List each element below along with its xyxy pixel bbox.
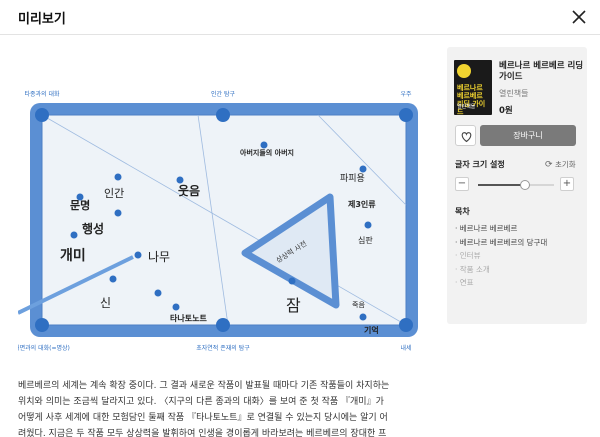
toc-item-disabled: · 작품 소개 [455, 264, 490, 274]
reset-label: 초기화 [554, 160, 576, 169]
page-title: 미리보기 [18, 12, 66, 27]
pocket [216, 108, 230, 122]
toc-label: 목차 [455, 207, 470, 216]
heart-icon [461, 132, 472, 143]
close-icon [572, 10, 586, 24]
close-button[interactable] [566, 5, 592, 29]
word-papiyong: 파피용 [340, 173, 365, 184]
book-cover: 베르나르 베르베르 리딩 가이드 열린책들 [454, 60, 492, 115]
description-line: 위치와 의미는 조금씩 달라지고 있다. 〈지구의 다른 종과의 대화〉를 보여… [18, 397, 384, 407]
preview-header: 미리보기 [0, 0, 600, 34]
font-size-slider-thumb[interactable] [520, 180, 531, 190]
label-top-right: 우주 [400, 91, 412, 98]
description-line: 베르베르의 세계는 계속 확장 중이다. 그 결과 새로운 작품이 발표될 때마… [18, 381, 390, 391]
word-jesaminryu: 제3인류 [348, 199, 376, 209]
billiard-table-diagram: 타종과의 대화 인간 탐구 우주 내면과의 대화(=명상) 초자연적 존재의 탐… [14, 90, 418, 352]
font-size-increase-button[interactable]: + [560, 177, 574, 191]
word-simpan: 심판 [358, 235, 373, 245]
word-haengseong: 행성 [82, 221, 104, 236]
description-line: 어떻게 사후 세계에 대한 모험담인 둘째 작품 『타나토노트』로 연결될 수 … [18, 413, 388, 423]
preview-description: 베르베르의 세계는 계속 확장 중이다. 그 결과 새로운 작품이 발표될 때마… [18, 378, 428, 437]
word-jugeum: 죽음 [352, 301, 365, 309]
book-price: 0원 [499, 106, 513, 116]
pocket [35, 108, 49, 122]
label-top-center: 인간 탐구 [211, 90, 235, 98]
cover-title: 베르나르 베르베르 리딩 가이드 [457, 84, 486, 115]
toc-item[interactable]: · 베르나르 베르베르의 당구대 [455, 237, 548, 247]
label-bottom-left: 내면과의 대화(=명상) [18, 344, 70, 352]
word-namu: 나무 [148, 250, 170, 264]
font-size-label: 글자 크기 설정 [455, 160, 505, 169]
cart-button[interactable]: 장바구니 [480, 125, 576, 146]
word-sin: 신 [100, 296, 111, 310]
word-tanatonaut: 타나토노트 [170, 313, 207, 323]
word-munmyeong: 문명 [70, 198, 90, 212]
toc-item-disabled: · 인터뷰 [455, 251, 481, 260]
toc-item-disabled: · 연표 [455, 278, 474, 287]
label-bottom-right: 내세 [400, 344, 411, 352]
font-size-slider-fill [478, 184, 526, 186]
book-title: 베르나르 베르베르 리딩 가이드 [499, 61, 584, 82]
word-gieok: 기억 [364, 325, 379, 335]
word-abeoji: 아버지들의 아버지 [240, 148, 294, 157]
label-bottom-center: 초자연적 존재의 탐구 [196, 344, 250, 352]
cover-graphic [457, 64, 471, 78]
pocket [399, 108, 413, 122]
word-ingan: 인간 [104, 187, 124, 200]
word-gaemi: 개미 [60, 248, 86, 264]
book-publisher: 열린책들 [499, 89, 529, 98]
billiard-table-figure: 타종과의 대화 인간 탐구 우주 내면과의 대화(=명상) 초자연적 존재의 탐… [14, 85, 428, 355]
toc-list: · 베르나르 베르베르 · 베르나르 베르베르의 당구대 · 인터뷰 · 작품 … [455, 222, 547, 290]
font-size-reset-button[interactable]: ⟳ 초기화 [545, 159, 576, 170]
description-line: 려웠다. 지금은 두 작품 모두 상상력을 발휘하여 인생을 경이롭게 바라보려… [18, 429, 387, 437]
preview-content[interactable]: 타종과의 대화 인간 탐구 우주 내면과의 대화(=명상) 초자연적 존재의 탐… [0, 35, 436, 437]
cover-publisher: 열린책들 [457, 104, 476, 110]
wishlist-button[interactable] [455, 125, 476, 146]
pocket [216, 318, 230, 332]
word-useum: 웃음 [178, 183, 200, 198]
header-divider [0, 34, 600, 35]
label-top-left: 타종과의 대화 [24, 90, 60, 98]
font-size-decrease-button[interactable]: − [455, 177, 469, 191]
refresh-icon: ⟳ [545, 160, 553, 170]
toc-item[interactable]: · 베르나르 베르베르 [455, 224, 518, 233]
pocket [35, 318, 49, 332]
word-jam: 잠 [286, 296, 301, 315]
pocket [399, 318, 413, 332]
